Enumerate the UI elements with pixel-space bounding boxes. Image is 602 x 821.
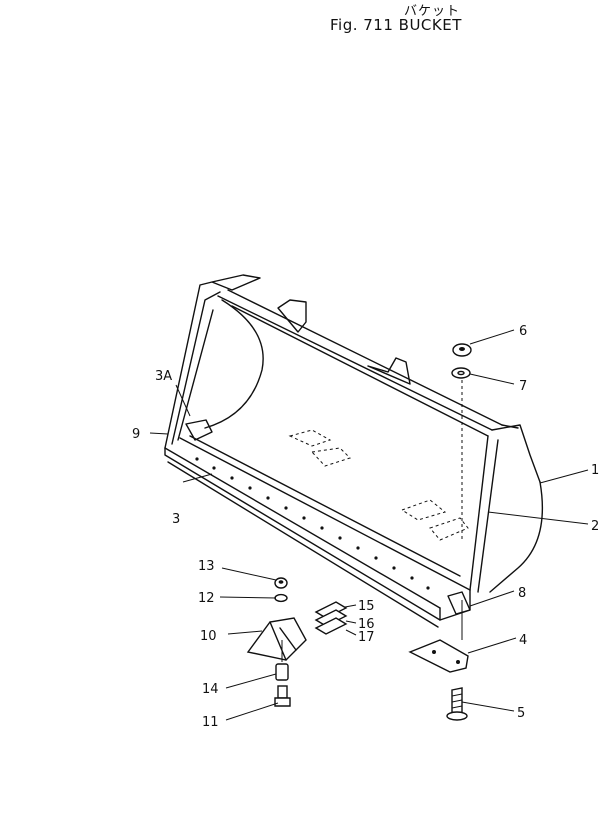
callout-12: 12 — [198, 591, 215, 606]
callout-6: 6 — [519, 324, 527, 339]
callout-10: 10 — [200, 629, 217, 644]
adapter-14 — [275, 663, 289, 681]
callout-1: 1 — [591, 463, 599, 478]
callout-14: 14 — [202, 682, 219, 697]
figure-title: Fig. 711 BUCKET — [330, 16, 462, 34]
washer-12 — [274, 593, 288, 603]
edge-bolt-holes — [195, 457, 430, 590]
callout-17: 17 — [358, 630, 375, 645]
figure-title-japanese: バケット — [404, 4, 461, 19]
callout-5: 5 — [517, 706, 525, 721]
callout-13: 13 — [198, 559, 215, 574]
washer-7 — [451, 367, 471, 379]
shim-stack — [314, 601, 348, 635]
callout-7: 7 — [519, 379, 527, 394]
bolt-5 — [446, 687, 468, 721]
bolt-11 — [274, 685, 291, 707]
leader-lines — [149, 329, 589, 721]
callout-8: 8 — [518, 586, 526, 601]
nut-13 — [274, 577, 288, 589]
plate-4 — [408, 639, 469, 673]
callout-9: 9 — [132, 427, 140, 442]
tooth-10 — [246, 617, 307, 661]
callout-11: 11 — [202, 715, 219, 730]
callout-15: 15 — [358, 599, 375, 614]
callout-3a: 3A — [155, 369, 172, 384]
callout-4: 4 — [519, 633, 527, 648]
callout-3: 3 — [172, 512, 180, 527]
nut-6 — [452, 343, 472, 357]
bucket-body — [164, 274, 544, 640]
callout-2: 2 — [591, 519, 599, 534]
callout-16: 16 — [358, 617, 375, 632]
